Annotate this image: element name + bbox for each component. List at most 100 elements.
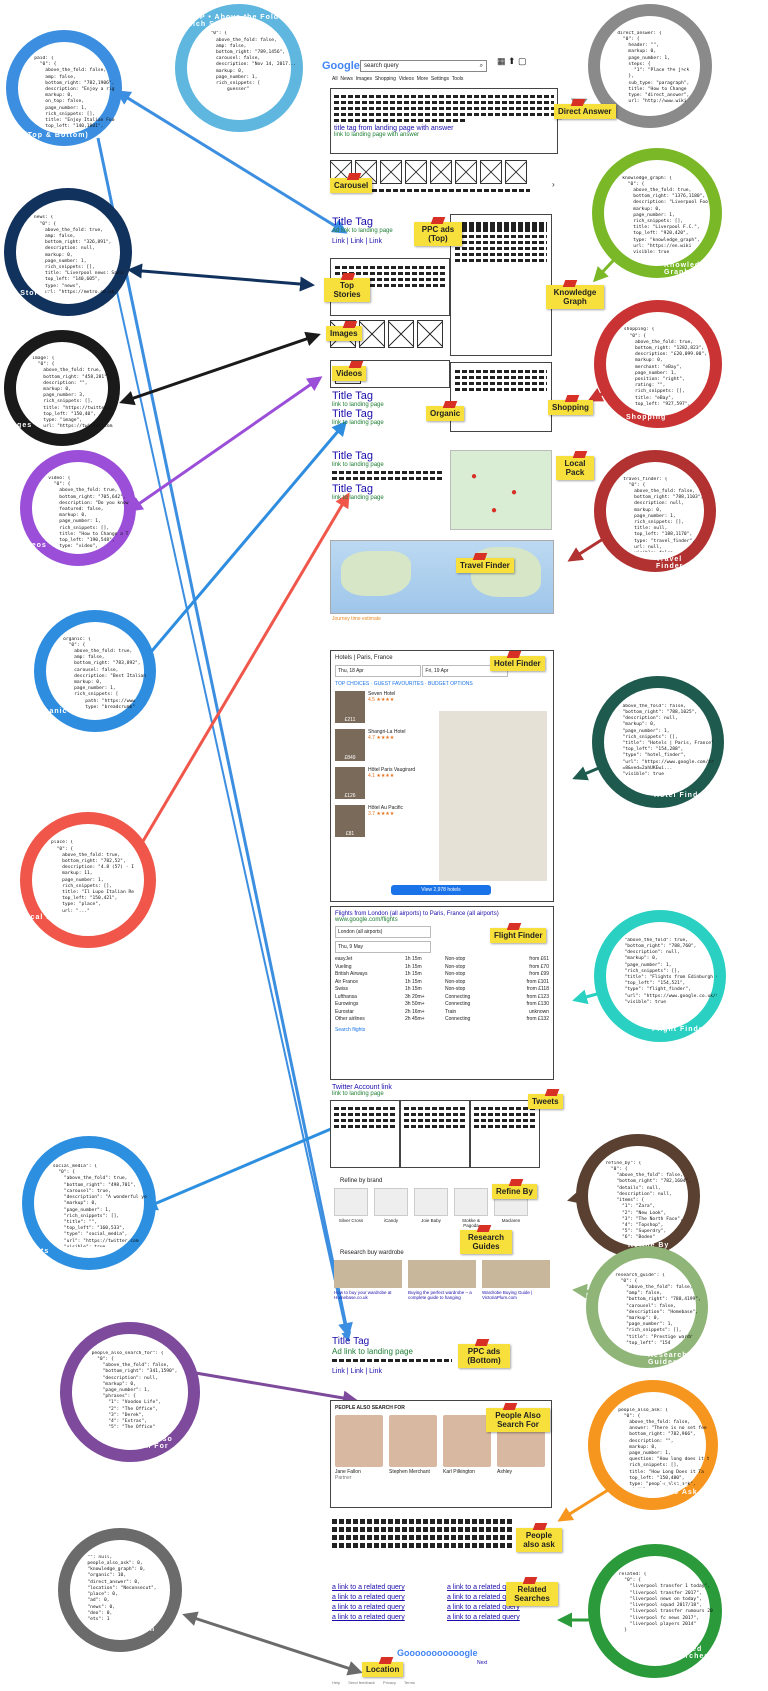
ring-code: video: { "0": { above_the_fold: true, bo…	[48, 475, 129, 548]
chip-budget[interactable]: BUDGET OPTIONS	[428, 681, 473, 687]
flight-stops: Connecting	[445, 993, 471, 1000]
direct-answer-url: link to landing page with answer	[334, 132, 420, 138]
twitter-title[interactable]: Twitter Account link	[332, 1084, 392, 1091]
tab-videos[interactable]: Videos	[398, 76, 414, 82]
local-pack-map[interactable]: ● ● ●	[450, 450, 552, 530]
travel-map[interactable]	[330, 540, 554, 614]
person-card[interactable]: Stephen Merchant	[389, 1415, 437, 1481]
ring-hotel: above_the_fold": false, "bottom_right": …	[592, 676, 724, 808]
next-link[interactable]: Next	[477, 1660, 488, 1666]
tab-news[interactable]: News	[340, 76, 353, 82]
flight-price: from £123	[526, 993, 549, 1000]
note-flight-finder: Flight Finder	[490, 928, 547, 944]
search-icon[interactable]: ⌕	[479, 63, 483, 69]
hotel-name[interactable]: Shangri-La Hotel	[368, 729, 406, 735]
footer-feedback[interactable]: Send feedback	[348, 1680, 375, 1685]
ring-code: direct_answer: { "0": { header: "", mark…	[617, 30, 690, 105]
flight-price: unknown	[528, 1008, 549, 1015]
carousel-next-icon[interactable]: ›	[552, 180, 555, 189]
pagination[interactable]: Gooooooooooogle	[397, 1648, 478, 1658]
tab-images[interactable]: Images	[355, 76, 373, 82]
tab-more[interactable]: More	[416, 76, 429, 82]
person-card[interactable]: Karl Pilkington	[443, 1415, 491, 1481]
local-title[interactable]: Title Tag	[332, 483, 373, 495]
ring-code: paid: { "0": { above_the_fold: false, am…	[34, 55, 115, 128]
tab-settings[interactable]: Settings	[430, 76, 449, 82]
tab-tools[interactable]: Tools	[451, 76, 464, 82]
ring-amp: "0": { above_the_fold: false, amp: false…	[175, 4, 303, 132]
travel-estimate[interactable]: Journey time estimate	[332, 616, 381, 622]
related-link[interactable]: a link to a related query	[332, 1604, 405, 1611]
hotel-name[interactable]: Seven Hotel	[368, 691, 396, 697]
map-pin-icon: ●	[511, 487, 518, 498]
flight-date[interactable]: Thu, 9 May	[335, 941, 431, 953]
hotel-checkin[interactable]: Thu, 18 Apr	[335, 665, 421, 677]
flight-duration: 3h 20m+	[405, 993, 425, 1000]
organic-title[interactable]: Title Tag	[332, 390, 373, 402]
ppc-top-title[interactable]: Title Tag	[332, 216, 373, 228]
search-flights-link[interactable]: Search flights	[335, 1026, 366, 1033]
related-link[interactable]: a link to a related query	[447, 1584, 520, 1591]
ppc-top-link[interactable]: Ad link to landing page	[332, 228, 393, 234]
flight-airline: Swiss	[335, 986, 349, 992]
related-link[interactable]: a link to a related query	[447, 1614, 520, 1621]
research-item[interactable]: Wardrobe Buying Guide | VictoriaPlum.com	[482, 1260, 550, 1300]
refine-item[interactable]: iCandy	[374, 1188, 408, 1228]
refine-item[interactable]: Silver Cross	[334, 1188, 368, 1228]
research-item[interactable]: How to buy your wardrobe at Homebase.co.…	[334, 1260, 402, 1300]
ring-code: above_the_fold": false, "bottom_right": …	[622, 703, 715, 778]
footer-privacy[interactable]: Privacy	[382, 1680, 397, 1685]
refine-item[interactable]: Joie Baby	[414, 1188, 448, 1228]
research-item[interactable]: Buying the perfect wardrobe – a complete…	[408, 1260, 476, 1300]
search-input[interactable]: search query⌕	[360, 60, 487, 72]
ppc-bottom-sitelinks[interactable]: Link | Link | Link	[332, 1368, 382, 1375]
direct-answer-link[interactable]: title tag from landing page with answer	[334, 125, 454, 132]
related-link[interactable]: a link to a related query	[332, 1594, 405, 1601]
tab-all[interactable]: All	[332, 76, 338, 82]
view-hotels-button[interactable]: View 2,978 hotels	[391, 885, 491, 895]
ppc-bottom-title[interactable]: Title Tag	[332, 1336, 370, 1347]
ppc-bottom-link[interactable]: Ad link to landing page	[332, 1347, 413, 1356]
person-photo	[389, 1415, 437, 1467]
flight-title[interactable]: Flights from London (all airports) to Pa…	[335, 911, 499, 917]
flight-site: www.google.com/flights	[335, 917, 398, 923]
hotel-name[interactable]: Hôtel Au Pacific	[368, 805, 404, 811]
related-link[interactable]: a link to a related query	[332, 1614, 405, 1621]
apps-icon[interactable]: ▦ ⬆ ▢	[497, 56, 527, 66]
hotel-name[interactable]: Hôtel Paris Vaugirard	[368, 767, 416, 773]
tab-shopping[interactable]: Shopping	[374, 76, 396, 82]
organic-title[interactable]: Title Tag	[332, 408, 373, 420]
footer-terms[interactable]: Terms	[404, 1680, 415, 1685]
related-link[interactable]: a link to a related query	[332, 1584, 405, 1591]
hotel-map[interactable]	[439, 711, 547, 881]
chip-top-choices[interactable]: TOP CHOICES	[335, 681, 370, 687]
research-item-label: Wardrobe Buying Guide | VictoriaPlum.com	[482, 1290, 533, 1300]
related-link[interactable]: a link to a related query	[447, 1604, 520, 1611]
ring-location: "": null, people_also_ask": 0, "knowledg…	[58, 1528, 182, 1652]
related-link[interactable]: a link to a related query	[447, 1594, 520, 1601]
flight-stops: Non-stop	[445, 986, 466, 992]
local-title[interactable]: Title Tag	[332, 450, 373, 462]
ppc-sitelinks[interactable]: Link | Link | Link	[332, 238, 382, 245]
chip-guest-favourites[interactable]: GUEST FAVOURITES	[373, 681, 424, 687]
ppc-top: Title Tag Ad link to landing page Link |…	[332, 216, 393, 245]
arrow-location	[182, 1611, 363, 1676]
refine-item[interactable]: Stokke & Pagoda	[454, 1188, 488, 1228]
footer-help[interactable]: Help	[332, 1680, 341, 1685]
flight-from[interactable]: London (all airports)	[335, 926, 431, 938]
